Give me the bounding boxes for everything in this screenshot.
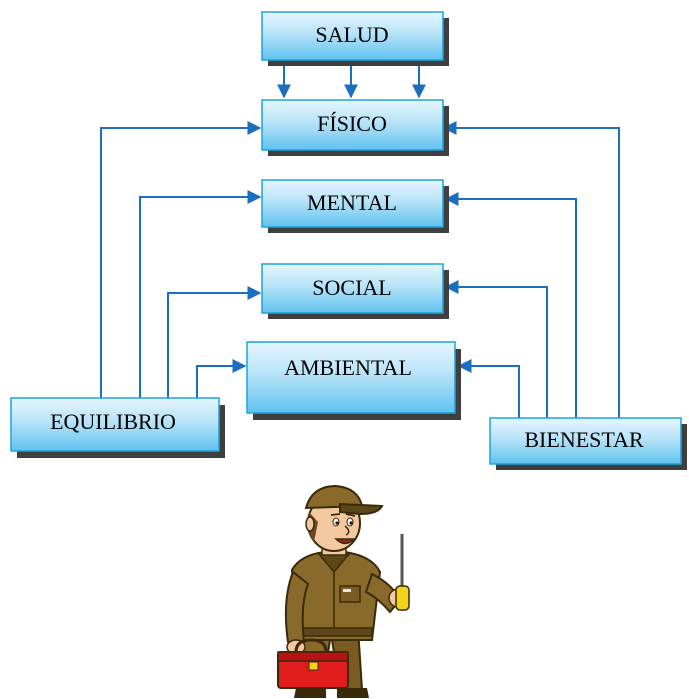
arrow-bienestar-social bbox=[444, 280, 548, 418]
node-social-label: SOCIAL bbox=[312, 275, 391, 300]
node-fisico: FÍSICO bbox=[261, 99, 449, 156]
arrow-equilibrio-fisico bbox=[100, 121, 262, 398]
node-mental: MENTAL bbox=[261, 179, 449, 233]
node-social: SOCIAL bbox=[261, 263, 449, 319]
arrow-bienestar-ambiental bbox=[457, 359, 520, 418]
arrow-bienestar-fisico bbox=[442, 121, 620, 418]
node-fisico-label: FÍSICO bbox=[317, 111, 387, 136]
arrow-equilibrio-social bbox=[167, 286, 262, 398]
node-mental-label: MENTAL bbox=[307, 190, 397, 215]
node-ambiental-label: AMBIENTAL bbox=[284, 355, 412, 380]
arrow-equilibrio-mental bbox=[139, 190, 262, 398]
node-salud-label: SALUD bbox=[315, 22, 388, 47]
node-equilibrio: EQUILIBRIO bbox=[10, 397, 225, 458]
worker-with-screwdriver-and-toolbox-icon bbox=[277, 484, 410, 698]
arrow-bienestar-mental bbox=[444, 192, 577, 418]
node-salud: SALUD bbox=[261, 11, 449, 66]
node-ambiental: AMBIENTAL bbox=[246, 341, 461, 420]
connectors bbox=[100, 64, 620, 418]
node-equilibrio-label: EQUILIBRIO bbox=[50, 409, 176, 434]
node-bienestar: BIENESTAR bbox=[489, 417, 687, 470]
node-bienestar-label: BIENESTAR bbox=[524, 427, 644, 452]
arrow-equilibrio-ambiental bbox=[196, 359, 247, 398]
